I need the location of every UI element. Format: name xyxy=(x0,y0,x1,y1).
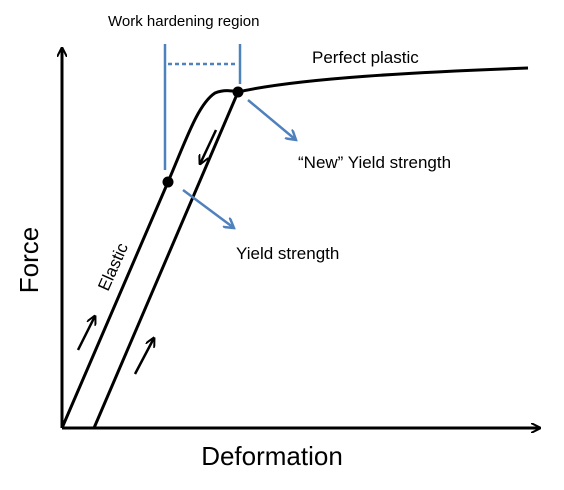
work-hardening-label: Work hardening region xyxy=(108,13,259,30)
new-yield-label: “New” Yield strength xyxy=(298,153,451,172)
perfect-plastic-label: Perfect plastic xyxy=(312,48,419,67)
yield-label: Yield strength xyxy=(236,244,339,263)
x-axis-title: Deformation xyxy=(201,441,343,471)
yield-point xyxy=(162,176,174,188)
loading-arrow-icon xyxy=(76,316,95,351)
reloading-arrow-icon xyxy=(133,338,154,375)
unloading-arrow-icon xyxy=(200,129,218,164)
yield-callout-arrow-icon xyxy=(182,188,234,228)
new-yield-callout-arrow-icon xyxy=(247,99,296,140)
new-yield-point xyxy=(232,86,244,98)
y-axis-title: Force xyxy=(14,227,44,293)
unload-reload-line xyxy=(92,91,240,429)
elastic-label: Elastic xyxy=(94,240,132,294)
